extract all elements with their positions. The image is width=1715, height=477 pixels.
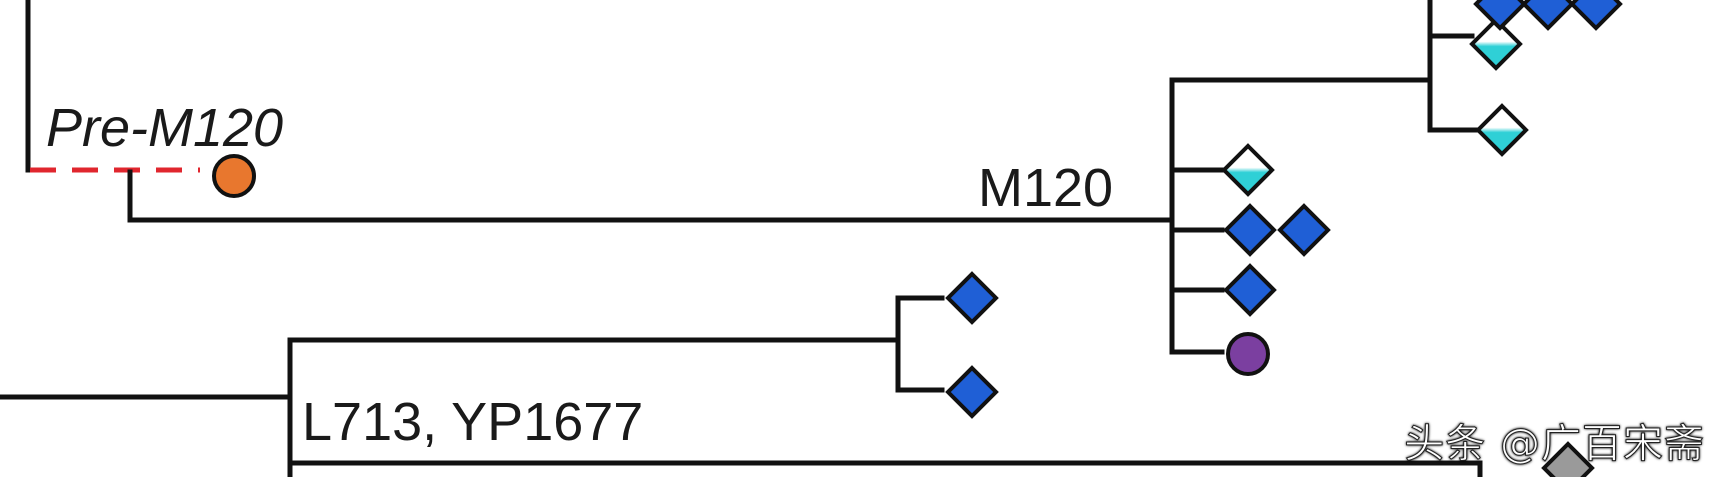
purple-circle-marker (1226, 332, 1270, 376)
left-trunk-branch (25, 0, 37, 173)
blue-diamond-marker (1473, 0, 1527, 31)
cyan-diamond-marker (1221, 143, 1275, 197)
blue-diamond-marker (945, 271, 999, 325)
watermark-text: 头条 @广百宋斋 (1404, 421, 1705, 468)
blue-diamond-marker (1223, 203, 1277, 257)
orange-circle-marker (212, 154, 256, 198)
blue-diamond-marker (1569, 0, 1623, 31)
blue-diamond-marker (1521, 0, 1575, 31)
blue-diamond-marker (1223, 263, 1277, 317)
m120-stem-branch (127, 169, 1175, 223)
blue-diamond-marker (945, 365, 999, 419)
l713-yp1677-label: L713, YP1677 (302, 392, 643, 452)
gray-diamond-marker (1541, 441, 1595, 477)
cyan-diamond-marker (1475, 103, 1529, 157)
m120-label: M120 (978, 158, 1113, 218)
pre-m120-label: Pre-M120 (46, 98, 283, 158)
blue-diamond-marker (1277, 203, 1331, 257)
cyan-diamond-marker (1469, 17, 1523, 71)
l713-lower-branch (287, 460, 1483, 477)
